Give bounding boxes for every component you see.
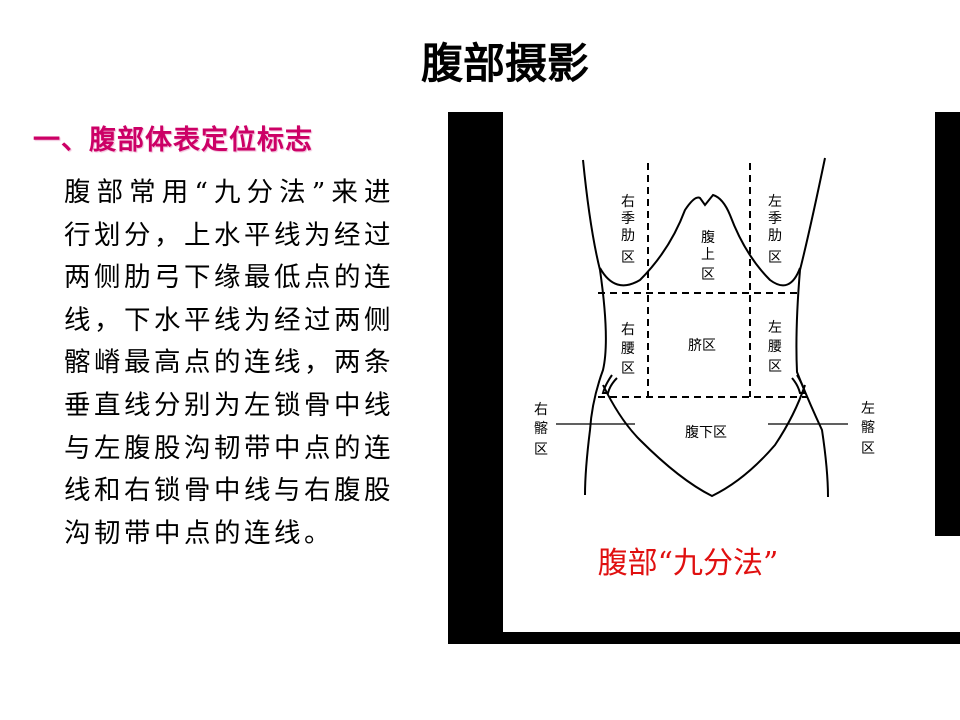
caption-background — [503, 536, 960, 632]
label-right-hypochondrium-2: 季 — [621, 211, 635, 227]
left-iliac-hook — [601, 374, 618, 394]
label-left-hypochondrium-4: 区 — [768, 250, 782, 266]
rib-cage-outline — [599, 193, 801, 287]
label-right-iliac-3: 区 — [534, 442, 548, 458]
figure-caption: 腹部“九分法” — [597, 546, 779, 581]
label-epigastric-3: 区 — [701, 267, 715, 283]
label-left-iliac-1: 左 — [861, 401, 875, 417]
label-right-lumbar-3: 区 — [621, 361, 635, 377]
label-left-lumbar-2: 腰 — [768, 339, 782, 355]
label-left-lumbar-1: 左 — [768, 320, 782, 336]
label-epigastric-2: 上 — [701, 247, 715, 263]
label-left-hypochondrium-3: 肋 — [768, 228, 782, 244]
label-left-iliac-2: 髂 — [861, 419, 875, 436]
page-title: 腹部摄影 — [420, 39, 589, 88]
label-umbilical: 脐区 — [688, 338, 716, 354]
label-left-hypochondrium-2: 季 — [768, 211, 782, 227]
right-iliac-hook — [791, 374, 807, 394]
label-right-hypochondrium-3: 肋 — [621, 228, 635, 244]
torso-left-outline — [582, 159, 607, 496]
label-right-hypochondrium-4: 区 — [621, 250, 635, 266]
label-right-lumbar-2: 腰 — [621, 341, 635, 357]
label-right-hypochondrium-1: 右 — [621, 194, 635, 210]
section-heading: 一、腹部体表定位标志 — [33, 125, 313, 156]
label-hypogastric: 腹下区 — [685, 424, 727, 441]
label-epigastric-1: 腹 — [701, 229, 715, 246]
label-left-lumbar-3: 区 — [768, 359, 782, 375]
label-left-iliac-3: 区 — [861, 441, 875, 457]
label-right-lumbar-1: 右 — [621, 322, 635, 338]
torso-right-outline — [795, 157, 829, 498]
body-paragraph: 腹部常用“九分法”来进行划分，上水平线为经过两侧肋弓下缘最低点的连线，下水平线为… — [64, 177, 394, 549]
label-right-iliac-1: 右 — [534, 402, 548, 418]
figure-background — [503, 112, 935, 536]
abdomen-nine-regions-diagram: 右 季 肋 区 腹 上 区 左 季 肋 区 右 腰 区 脐区 左 腰 区 右 髂… — [534, 157, 875, 498]
label-left-hypochondrium-1: 左 — [768, 194, 782, 210]
label-right-iliac-2: 髂 — [534, 420, 548, 437]
lower-abdomen-outline — [602, 384, 806, 498]
